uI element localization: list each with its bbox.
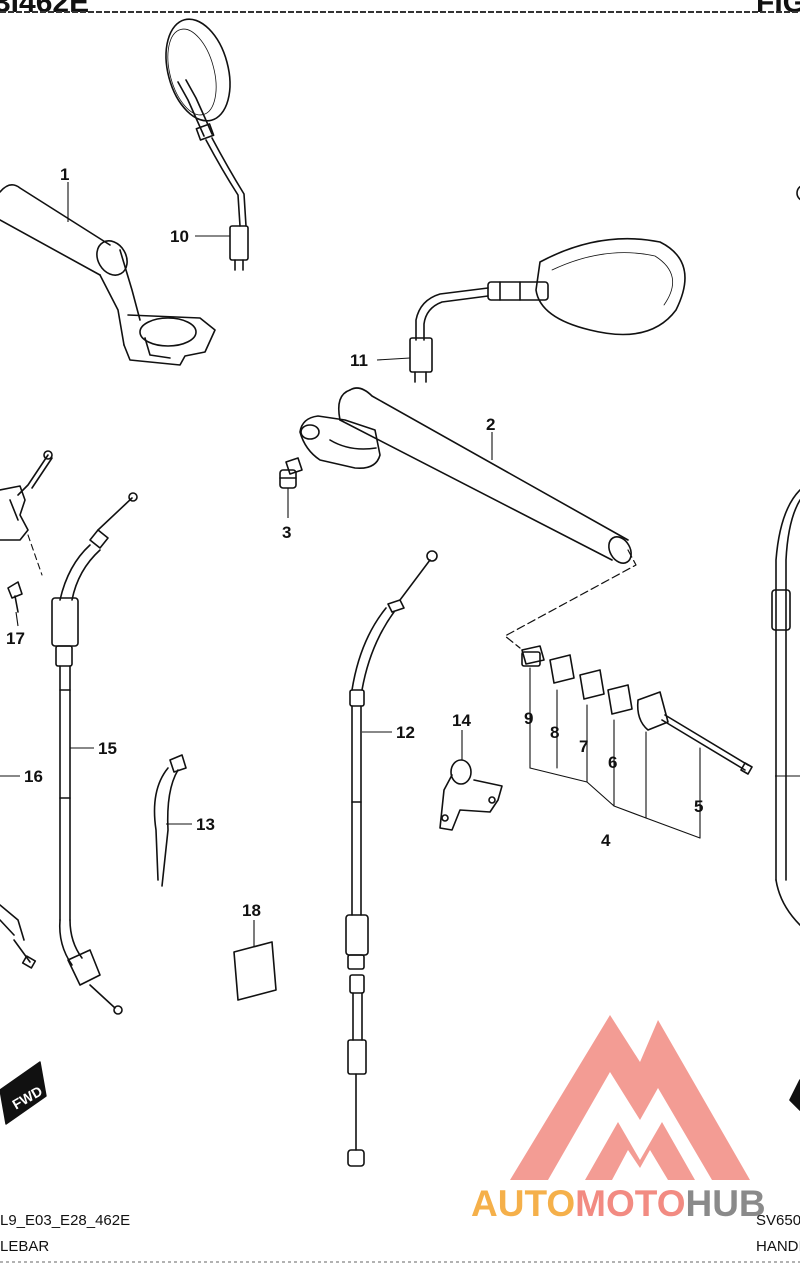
- callout-9: 9: [524, 709, 533, 728]
- callout-15: 15: [98, 739, 117, 758]
- callout-6: 6: [608, 753, 617, 772]
- wordmark-part-moto: MOTO: [575, 1183, 686, 1224]
- header-code-right: FIG: [756, 0, 800, 19]
- throttle-cable-16: [0, 904, 37, 969]
- footer-code-right: SV650: [756, 1212, 800, 1229]
- callout-5: 5: [694, 797, 703, 816]
- callout-2: 2: [486, 415, 495, 434]
- watermark-logo-icon: [510, 1015, 750, 1180]
- fwd-arrow-icon: [0, 1061, 47, 1125]
- callout-16: 16: [24, 767, 43, 786]
- handlebar: [299, 387, 632, 564]
- callout-10: 10: [170, 227, 189, 246]
- callout-4: 4: [601, 831, 611, 850]
- footer-code-left: L9_E03_E28_462E: [0, 1212, 131, 1229]
- callout-12: 12: [396, 723, 415, 742]
- cable-tie: [153, 754, 187, 887]
- callout-13: 13: [196, 815, 215, 834]
- wordmark-part-hub: HUB: [685, 1183, 766, 1224]
- callout-leaders: [0, 182, 800, 946]
- watermark-wordmark: AUTOMOTOHUB: [471, 1183, 766, 1225]
- footer-title-left: LEBAR: [0, 1238, 50, 1255]
- right-edge-cable-fragment: [771, 185, 800, 926]
- callout-7: 7: [579, 737, 588, 756]
- left-mirror: [165, 18, 249, 271]
- callout-8: 8: [550, 723, 559, 742]
- bolt: [279, 457, 303, 489]
- balancer-assembly: [521, 645, 753, 839]
- header-code-left: 3I462E: [0, 0, 90, 19]
- cable-bracket: [439, 759, 503, 831]
- callout-18: 18: [242, 901, 261, 920]
- right-arrow-fragment-icon: [789, 1079, 800, 1111]
- callout-1: 1: [60, 165, 69, 184]
- footer-title-right: HANDI: [756, 1238, 800, 1255]
- callout-14: 14: [452, 711, 471, 730]
- callout-17: 17: [6, 629, 25, 648]
- clutch-cable: [345, 550, 438, 1167]
- callout-numbers: 1 2 3 4 5 6 7 8 9 10 11 12 13 14 15 16 1…: [6, 165, 703, 920]
- callout-3: 3: [282, 523, 291, 542]
- callout-11: 11: [350, 351, 368, 370]
- sticker-label: [233, 941, 277, 1001]
- throttle-cable-15: [51, 492, 138, 1015]
- wordmark-part-auto: AUTO: [471, 1183, 576, 1224]
- left-switch-fragment: [0, 450, 53, 613]
- right-mirror: [409, 237, 686, 383]
- left-handlebar-holder: [0, 184, 216, 366]
